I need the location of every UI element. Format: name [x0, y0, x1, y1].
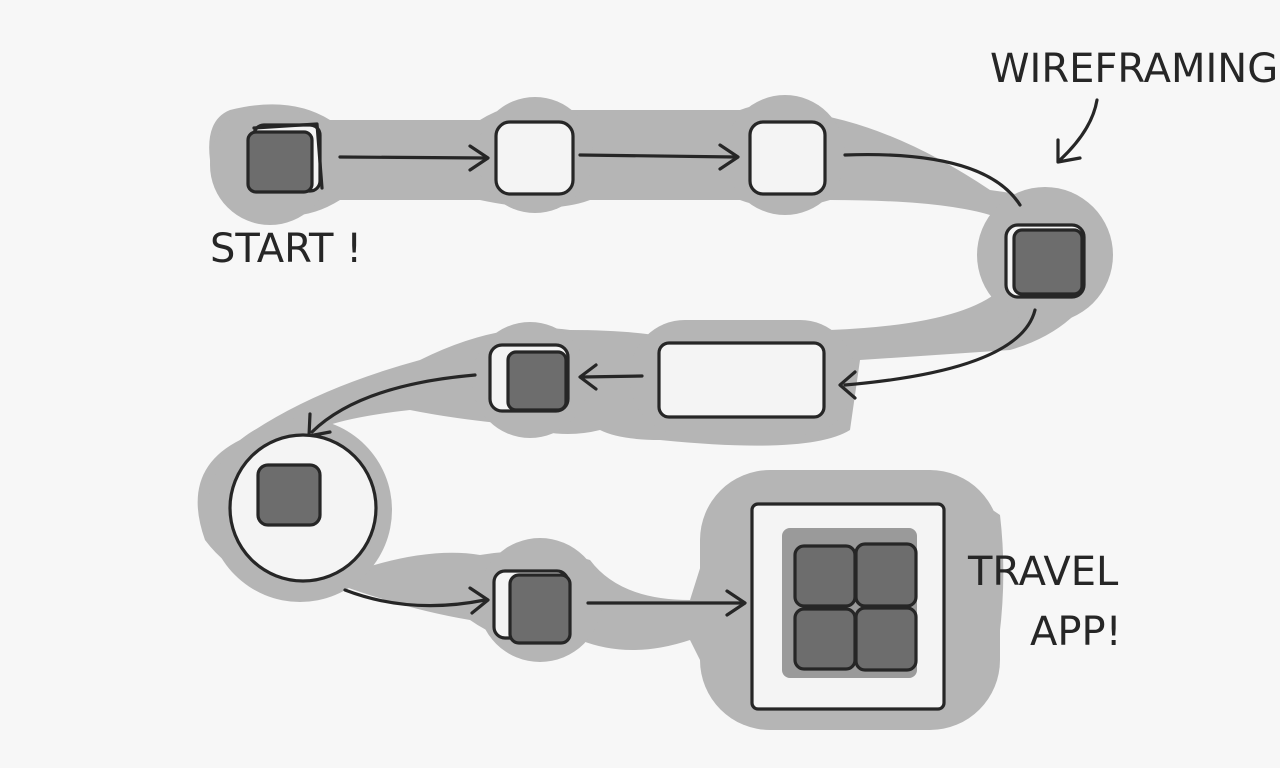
arrow-step3-to-wireframing: [843, 153, 1022, 207]
wireframing-pointer: [1056, 98, 1099, 164]
app-tile-bottom-left: [793, 607, 857, 671]
arrow-circle-to-step8: [343, 588, 487, 608]
arrowhead-step2: [468, 144, 490, 172]
wide-node: [657, 341, 826, 419]
arrowhead-wide: [838, 370, 857, 400]
circle-node: [228, 433, 378, 583]
arrow-wide-to-step6: [580, 374, 644, 379]
connectors: [307, 143, 1037, 617]
arrow-step6-to-circle: [310, 373, 477, 434]
arrowhead-step3: [718, 143, 740, 171]
start-node: [246, 122, 324, 194]
arrowhead-app: [725, 589, 747, 617]
app-tile-top-right: [854, 542, 918, 608]
arrowhead-step6: [578, 363, 598, 391]
arrow-step2-to-step3: [578, 153, 737, 159]
app-label: APP!: [1030, 609, 1122, 655]
wireframing-label: WIREFRAMING: [990, 46, 1278, 92]
travel-label: TRAVEL: [967, 549, 1119, 595]
arrow-wireframing-to-wide: [843, 308, 1037, 387]
wireframing-node: [1004, 223, 1086, 299]
arrow-start-to-step2: [338, 155, 487, 160]
app-tile-bottom-right: [854, 606, 918, 672]
step-3-node: [748, 120, 827, 196]
step-2-node: [494, 120, 575, 196]
app-tile-top-left: [793, 544, 857, 608]
arrowhead-step8: [468, 586, 490, 615]
travel-app-node: [750, 502, 946, 711]
step-8-node: [492, 569, 572, 645]
step-6-node: [488, 343, 570, 413]
start-label: START !: [210, 226, 362, 272]
